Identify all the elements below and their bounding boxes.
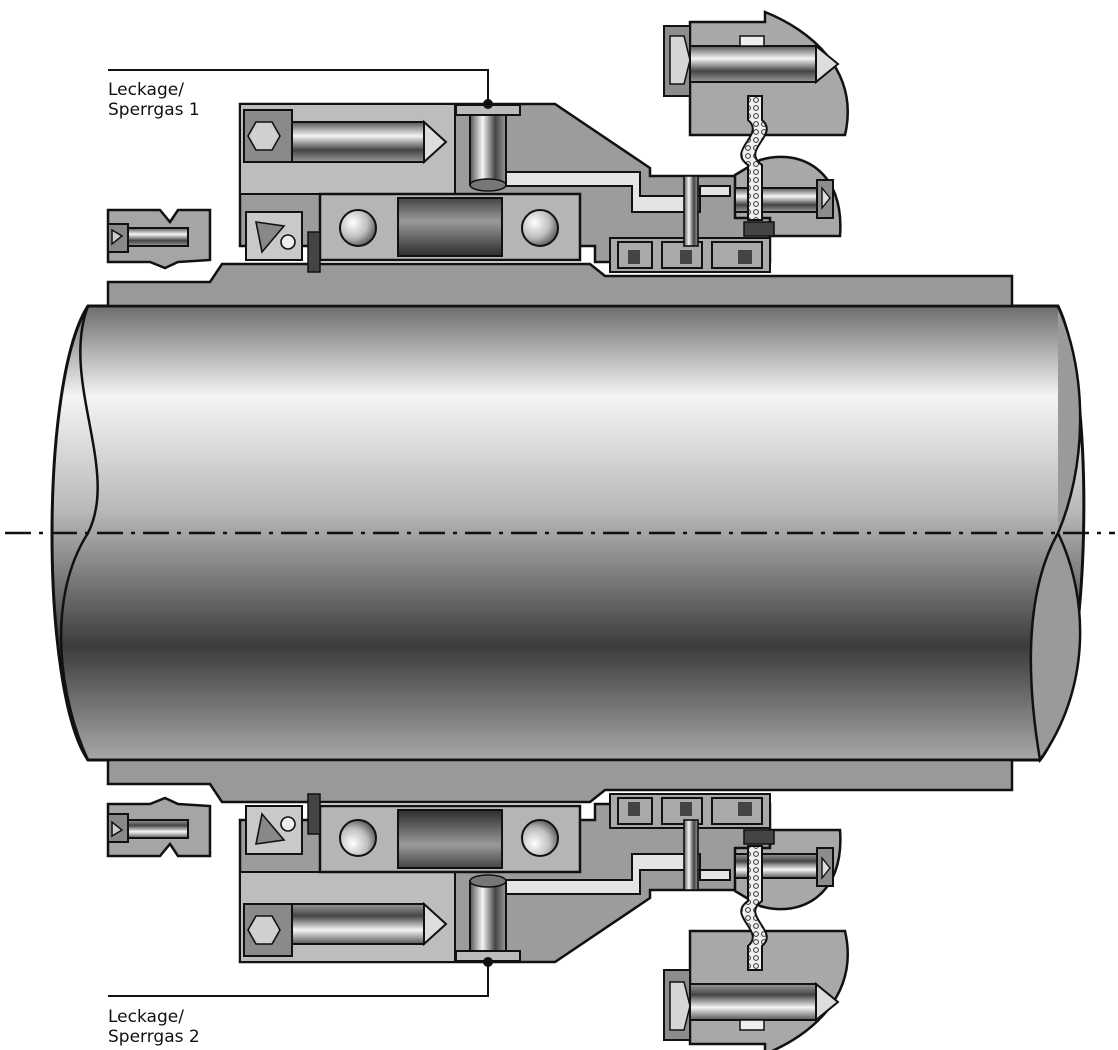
seal-bottom-half <box>106 758 1014 1050</box>
label-bottom-line2: Sperrgas 2 <box>108 1027 200 1047</box>
label-leakage-barrier-gas-1: Leckage/ Sperrgas 1 <box>108 80 200 120</box>
label-top-line2: Sperrgas 1 <box>108 100 200 120</box>
leader-dot-bottom <box>483 957 493 967</box>
leader-dot-top <box>483 99 493 109</box>
label-bottom-line1: Leckage/ <box>108 1007 184 1027</box>
leader-line-top <box>108 69 489 104</box>
shaft-right-end <box>1029 305 1082 764</box>
label-top-line1: Leckage/ <box>108 80 184 100</box>
leader-line-bottom <box>108 962 489 997</box>
label-leakage-barrier-gas-2: Leckage/ Sperrgas 2 <box>108 1007 200 1047</box>
seal-top-half <box>106 10 1014 308</box>
